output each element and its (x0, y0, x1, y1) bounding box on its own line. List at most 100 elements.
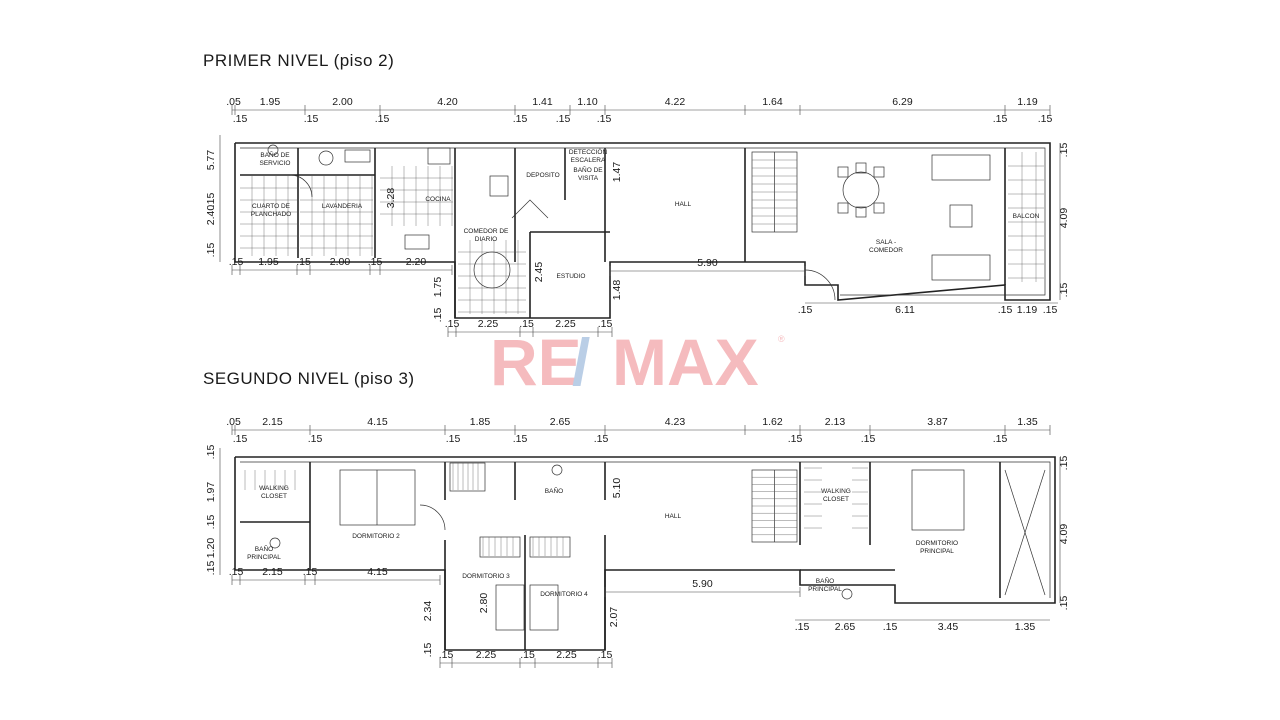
dim-right-2-label: 4.09 (1058, 524, 1070, 545)
dim-top-1-small: .15 (993, 113, 1008, 125)
dim-right-2-label: 1.35 (1015, 621, 1036, 633)
room-label: COMEDOR DE (464, 228, 509, 235)
dim-left-2-label: .15 (422, 643, 434, 658)
dim-top-2-label: 1.85 (470, 416, 491, 428)
level-1-title: PRIMER NIVEL (piso 2) (203, 51, 395, 70)
dim-top-1-label: 1.10 (577, 96, 598, 108)
dim-right-2-label: 2.80 (478, 593, 490, 614)
room-label: HALL (665, 513, 682, 520)
dim-bot-2-label: .15 (303, 566, 318, 578)
dim-right-2-label: 2.07 (608, 607, 620, 628)
dim-bot2-2-label: .15 (439, 649, 454, 661)
dim-left-1-label: .15 (432, 308, 444, 323)
dim-top-1-label: 2.00 (332, 96, 353, 108)
dim-left-2-label: 1.97 (205, 482, 217, 503)
watermark-re: RE (490, 325, 582, 399)
dim-right-1-label: .15 (998, 304, 1013, 316)
room-label: DEPOSITO (526, 172, 559, 179)
room-label: SALA - (876, 239, 896, 246)
dim-right-2-label: .15 (795, 621, 810, 633)
dim-top-2-small: .15 (788, 433, 803, 445)
level-2-plan: .05 2.15 4.15 1.85 2.65 4.23 1.62 2.13 3.87 1.35.… (205, 416, 1070, 668)
room-label: DETECCIÓN (569, 147, 608, 156)
watermark-slash: / (572, 325, 590, 399)
dim-top-2-label: 4.15 (367, 416, 388, 428)
dim-top-2-small: .15 (594, 433, 609, 445)
dim-top-1-label: 4.20 (437, 96, 458, 108)
dim-top-2-label: .05 (226, 416, 241, 428)
dim-left-2-label: 2.34 (422, 601, 434, 622)
room-label: BAÑO (816, 576, 834, 585)
dim-right-2-label: 2.65 (835, 621, 856, 633)
dim-left-2-label: .15 (205, 515, 217, 530)
dim-top-2-small: .15 (861, 433, 876, 445)
room-label: WALKING (821, 488, 851, 495)
dim-top-2-label: 1.62 (762, 416, 783, 428)
dim-top-2-small: .15 (513, 433, 528, 445)
dim-top-2-small: .15 (308, 433, 323, 445)
dim-bot-1-label: 2.20 (406, 256, 427, 268)
dim-bot2-1-label: 2.25 (555, 318, 576, 330)
dim-top-1-label: 6.29 (892, 96, 913, 108)
dim-top-2-label: 2.13 (825, 416, 846, 428)
dim-left-1-label: 1.75 (432, 277, 444, 298)
dim-left-1-label: 5.77 (205, 150, 217, 171)
dim-bot-1b-label: 5.90 (697, 257, 718, 269)
watermark-max: MAX (612, 325, 759, 399)
room-label: SERVICIO (260, 160, 291, 167)
dim-bot2-1-label: .15 (445, 318, 460, 330)
room-label: BAÑO (545, 486, 563, 495)
dim-top-2-small: .15 (993, 433, 1008, 445)
room-label: DORMITORIO 2 (352, 533, 400, 540)
breakfast-table (473, 251, 511, 289)
room-label: LAVANDERIA (322, 203, 363, 210)
dim-left-1-label: 3.28 (385, 188, 397, 209)
remax-watermark: RE / MAX ® (490, 325, 785, 399)
dim-right-1-label: 1.19 (1017, 304, 1038, 316)
room-label: ESCALERA (571, 157, 606, 164)
dim-top-1-small: .15 (304, 113, 319, 125)
dim-top-2-label: 3.87 (927, 416, 948, 428)
dim-top-1-label: 1.95 (260, 96, 281, 108)
dim-top-1-label: .05 (226, 96, 241, 108)
dim-bot2-2-label: .15 (520, 649, 535, 661)
watermark-registered: ® (778, 334, 785, 344)
room-label: PRINCIPAL (808, 586, 842, 593)
room-label: COMEDOR (869, 247, 903, 254)
dim-top-1-small: .15 (1038, 113, 1053, 125)
dim-bot-2-label: 4.15 (367, 566, 388, 578)
dim-bot-2-label: 2.15 (262, 566, 283, 578)
dim-bot2-2-label: 2.25 (556, 649, 577, 661)
room-label: CUARTO DE (252, 203, 291, 210)
dim-top-1-label: 1.41 (532, 96, 553, 108)
room-label: CLOSET (261, 493, 287, 500)
room-label: BAÑO (255, 544, 273, 553)
dim-bot-1-label: .15 (296, 256, 311, 268)
room-label: BAÑO DE (260, 150, 290, 159)
room-label: DORMITORIO (916, 540, 958, 547)
dim-bot-1-label: 2.00 (330, 256, 351, 268)
room-label: VISITA (578, 175, 599, 182)
dim-right-1-label: .15 (798, 304, 813, 316)
room-label: HALL (675, 201, 692, 208)
dim-right-2-label: .15 (1058, 456, 1070, 471)
dim-right-2-label: 3.45 (938, 621, 959, 633)
dim-bot2-1-label: .15 (519, 318, 534, 330)
room-label: ESTUDIO (557, 273, 586, 280)
room-label: PRINCIPAL (247, 554, 281, 561)
dim-top-2-label: 4.23 (665, 416, 686, 428)
dim-bot2-2-label: 2.25 (476, 649, 497, 661)
room-label: PLANCHADO (251, 211, 291, 218)
dim-right-2-label: .15 (1058, 596, 1070, 611)
dim-right-1-label: 1.48 (611, 280, 623, 301)
dim-top-1-small: .15 (597, 113, 612, 125)
dim-right-1-label: .15 (1058, 143, 1070, 158)
dining-table (842, 171, 880, 209)
room-label: DORMITORIO 3 (462, 573, 510, 580)
dim-top-2-label: 2.15 (262, 416, 283, 428)
dim-right-1-label: 6.11 (895, 304, 915, 316)
dim-top-1-small: .15 (233, 113, 248, 125)
dim-left-2-label: 1.20 (205, 538, 217, 559)
dim-bot-1-label: .15 (229, 256, 244, 268)
